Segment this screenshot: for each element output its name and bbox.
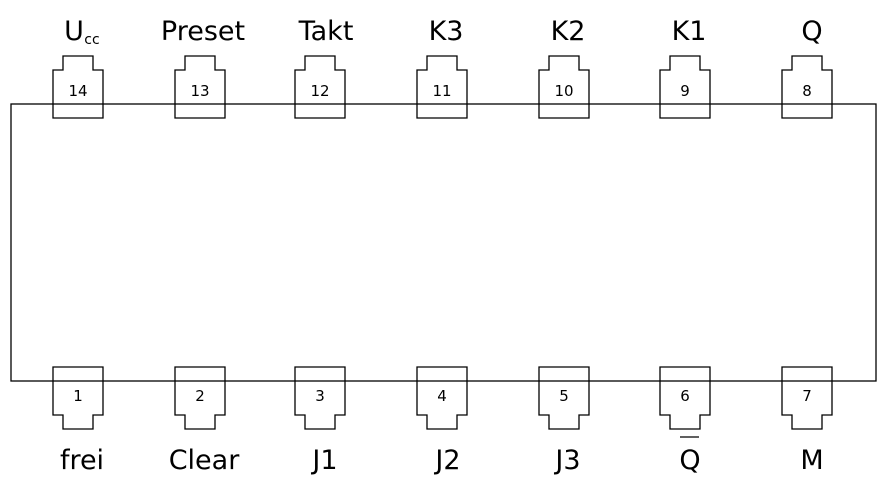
pin-3-label: J1: [310, 445, 337, 476]
pin-1-outline: [52, 366, 104, 430]
pin-2: 2 Clear: [169, 366, 241, 476]
pin-10-outline: [538, 55, 590, 119]
pin-6: 6 Q: [659, 366, 711, 476]
top-pin-row: 14 U cc 13 Preset 12 Takt 11 K3 10 K2 9 …: [52, 16, 833, 119]
pin-13-number: 13: [190, 82, 209, 100]
pin-7-outline: [781, 366, 833, 430]
pin-14-label: U: [64, 16, 84, 47]
pin-4-number: 4: [437, 387, 447, 405]
pin-10: 10 K2: [538, 16, 590, 119]
pin-9: 9 K1: [659, 16, 711, 119]
pin-4-label: J2: [433, 445, 460, 476]
pin-2-outline: [174, 366, 226, 430]
pin-5: 5 J3: [538, 366, 590, 476]
pin-11: 11 K3: [416, 16, 468, 119]
pin-9-label: K1: [672, 16, 707, 47]
pin-1: 1 frei: [52, 366, 104, 476]
pin-14-label-subscript: cc: [84, 32, 99, 48]
pin-12-number: 12: [310, 82, 329, 100]
pin-8-label: Q: [801, 16, 822, 47]
pin-7-number: 7: [802, 387, 812, 405]
pin-4: 4 J2: [416, 366, 468, 476]
pin-13-label: Preset: [161, 16, 245, 47]
pin-12: 12 Takt: [294, 16, 354, 119]
pin-14-outline: [52, 55, 104, 119]
pin-12-outline: [294, 55, 346, 119]
pin-11-label: K3: [429, 16, 464, 47]
chip-body: [10, 103, 877, 382]
pin-10-number: 10: [554, 82, 573, 100]
pin-2-number: 2: [195, 387, 205, 405]
pin-10-label: K2: [551, 16, 586, 47]
pin-5-label: J3: [553, 445, 580, 476]
pin-13: 13 Preset: [161, 16, 245, 119]
pin-4-outline: [416, 366, 468, 430]
pin-2-label: Clear: [169, 445, 241, 476]
bottom-pin-row: 1 frei 2 Clear 3 J1 4 J2 5 J3 6 Q: [52, 366, 833, 476]
pin-8: 8 Q: [781, 16, 833, 119]
pin-6-outline: [659, 366, 711, 430]
pin-11-outline: [416, 55, 468, 119]
pin-14-number: 14: [68, 82, 87, 100]
pin-3: 3 J1: [294, 366, 346, 476]
pin-8-number: 8: [802, 82, 812, 100]
pin-9-number: 9: [680, 82, 690, 100]
pin-1-number: 1: [73, 387, 83, 405]
pin-7-label: M: [800, 445, 823, 476]
pin-3-number: 3: [315, 387, 325, 405]
pin-14: 14 U cc: [52, 16, 104, 119]
pin-7: 7 M: [781, 366, 833, 476]
pin-11-number: 11: [432, 82, 451, 100]
pin-3-outline: [294, 366, 346, 430]
pin-1-label: frei: [60, 445, 104, 476]
pin-5-number: 5: [559, 387, 569, 405]
pin-8-outline: [781, 55, 833, 119]
pin-9-outline: [659, 55, 711, 119]
pin-5-outline: [538, 366, 590, 430]
pin-6-number: 6: [680, 387, 690, 405]
pin-6-label: Q: [679, 445, 700, 476]
pin-12-label: Takt: [298, 16, 354, 47]
pin-13-outline: [174, 55, 226, 119]
